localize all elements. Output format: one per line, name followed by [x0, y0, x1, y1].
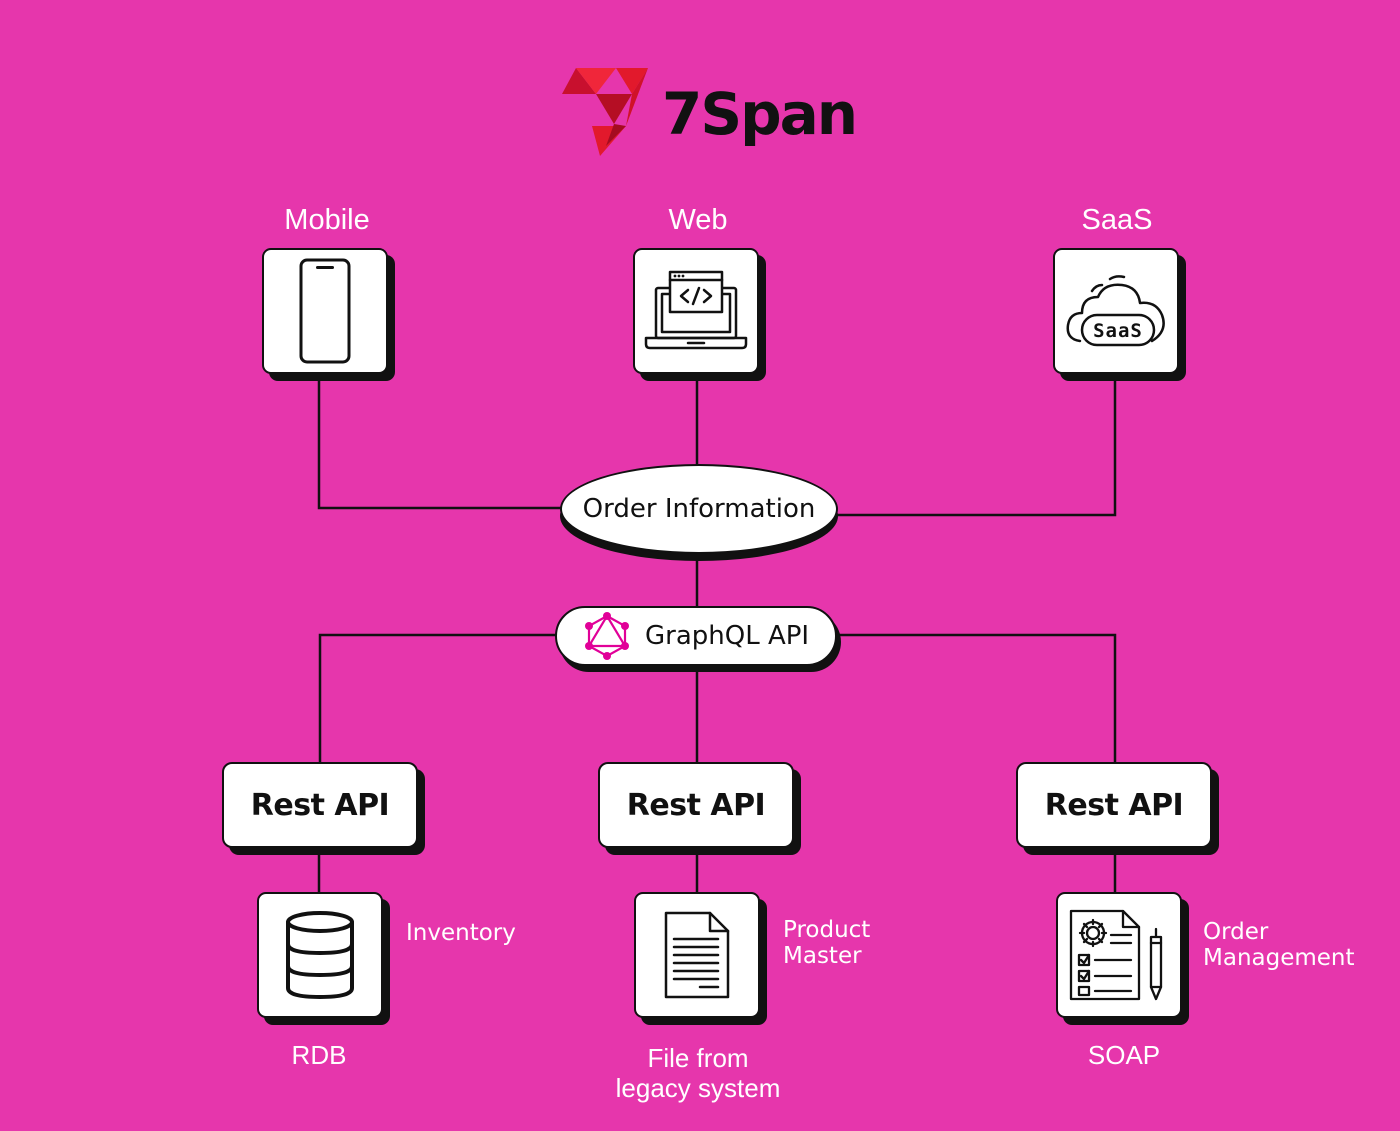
graphql-to-rest-right-line [836, 633, 1117, 765]
graphql-logo-icon [585, 612, 629, 660]
order-management-line2: Management [1203, 945, 1355, 971]
mobile-card [262, 248, 388, 374]
legacy-file-caption-line1: File from [647, 1043, 749, 1073]
document-icon [664, 911, 730, 999]
order-information-label: Order Information [582, 494, 816, 524]
legacy-file-caption: File from legacy system [578, 1043, 818, 1103]
rdb-caption: RDB [291, 1040, 347, 1070]
database-icon [286, 911, 354, 1000]
rdb-card [257, 892, 383, 1018]
web-card [633, 248, 759, 374]
product-master-label: Product Master [783, 917, 870, 969]
saas-cloud-icon: SaaS [1064, 273, 1168, 349]
smartphone-icon [299, 258, 351, 364]
legacy-file-caption-line2: legacy system [615, 1073, 781, 1103]
mobile-to-hub-line [317, 380, 565, 510]
mobile-caption: Mobile [284, 204, 370, 236]
web-caption: Web [668, 204, 728, 236]
report-settings-icon [1069, 909, 1163, 1001]
legacy-file-card [634, 892, 760, 1018]
saas-badge-text: SaaS [1093, 320, 1143, 342]
soap-card [1056, 892, 1182, 1018]
product-master-line1: Product [783, 917, 871, 943]
order-management-label: Order Management [1203, 919, 1355, 971]
saas-card: SaaS [1053, 248, 1179, 374]
brand-name: 7Span [662, 80, 858, 148]
rest-api-right: Rest API [1016, 762, 1212, 848]
graphql-api-label: GraphQL API [645, 621, 810, 651]
logo-mark-icon [562, 68, 648, 156]
laptop-code-icon [644, 270, 748, 350]
soap-caption: SOAP [1087, 1040, 1161, 1070]
inventory-label: Inventory [406, 920, 516, 946]
saas-to-hub-line [835, 380, 1117, 517]
rest-api-center: Rest API [598, 762, 794, 848]
order-information-node: Order Information [560, 464, 838, 554]
product-master-line2: Master [783, 943, 862, 969]
order-management-line1: Order [1203, 919, 1269, 945]
graphql-to-rest-left-line [318, 633, 557, 765]
rest-api-left: Rest API [222, 762, 418, 848]
saas-caption: SaaS [1081, 204, 1153, 236]
graphql-api-node: GraphQL API [555, 606, 837, 666]
